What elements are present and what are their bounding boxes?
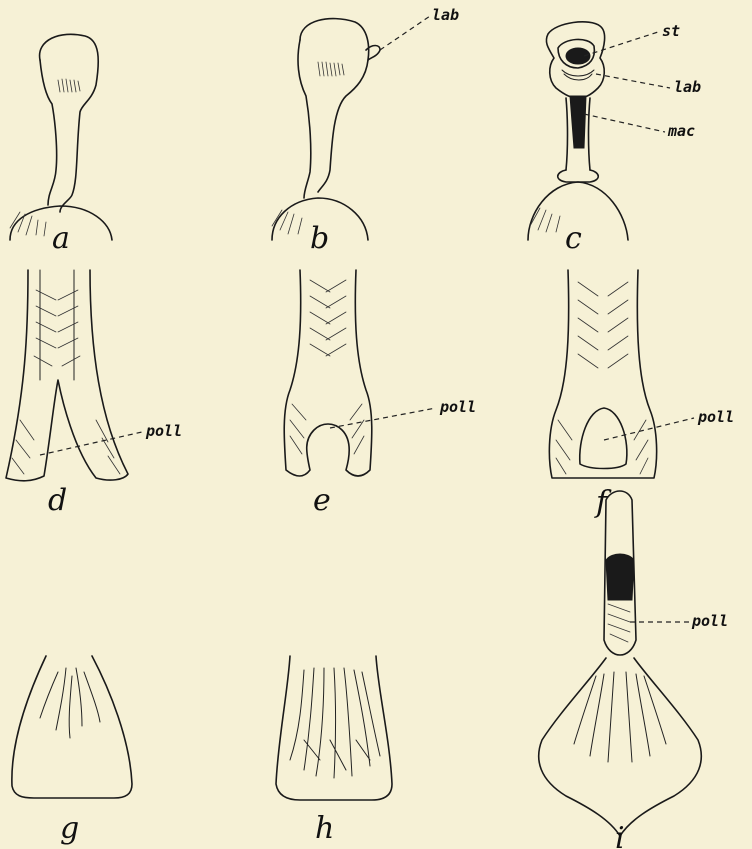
figure-c-mac-label: mac xyxy=(667,122,695,140)
figure-i-letter: i xyxy=(615,821,625,849)
figure-i-drawing xyxy=(539,491,702,836)
figure-c-letter: c xyxy=(565,221,582,256)
figure-e-poll-label: poll xyxy=(439,398,476,416)
figure-e-letter: e xyxy=(313,483,331,518)
figure-a-drawing xyxy=(10,34,112,240)
figure-d-poll-leader xyxy=(40,432,142,455)
figure-f-poll-label: poll xyxy=(697,408,734,426)
figure-c-st-label: st xyxy=(662,22,680,40)
figure-f-letter: f xyxy=(594,485,612,520)
figure-b-letter: b xyxy=(310,221,329,256)
figure-c-drawing xyxy=(528,22,628,240)
figure-c-st-leader xyxy=(584,32,658,56)
figure-c-mac-leader xyxy=(584,114,665,132)
figure-d-letter: d xyxy=(48,483,67,518)
figure-e-drawing xyxy=(284,270,372,476)
figure-e-poll-leader xyxy=(330,408,436,428)
figure-g-letter: g xyxy=(60,811,79,846)
figure-g-drawing xyxy=(12,656,132,798)
figure-h-letter: h xyxy=(315,811,334,846)
figure-a-letter: a xyxy=(52,221,70,256)
figure-b-lab-leader xyxy=(380,16,430,50)
figure-c-lab-label: lab xyxy=(674,78,701,96)
figure-d-poll-label: poll xyxy=(145,422,182,440)
figure-b-lab-label: lab xyxy=(432,6,459,24)
figure-h-drawing xyxy=(276,656,392,800)
figure-i-poll-label: poll xyxy=(691,612,728,630)
figure-f-drawing xyxy=(549,270,656,478)
figure-f-poll-leader xyxy=(604,418,694,440)
figure-b-drawing xyxy=(272,19,380,240)
figure-c-lab-leader xyxy=(596,74,670,88)
